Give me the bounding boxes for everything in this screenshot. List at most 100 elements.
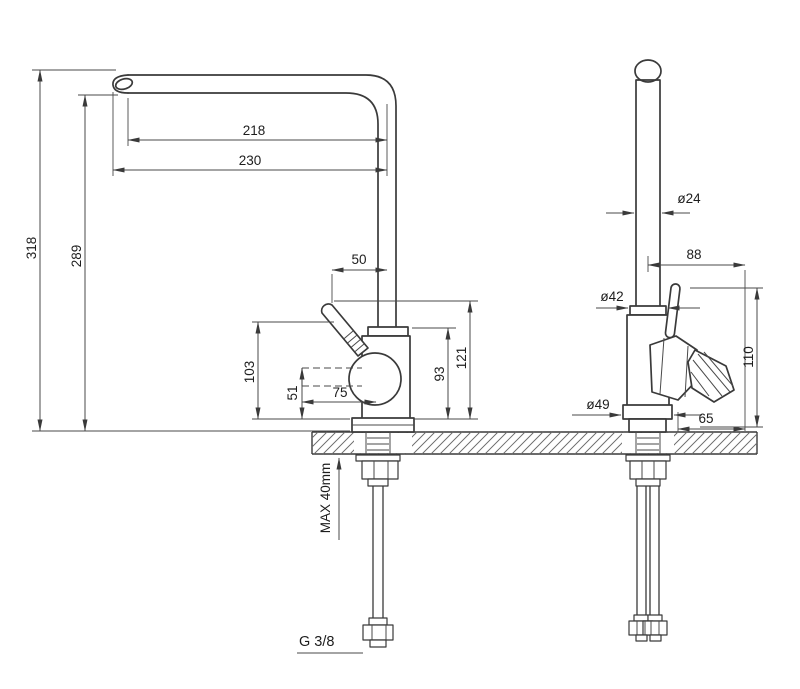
- dim-label: 103: [242, 361, 257, 384]
- hose-b-nut: [642, 620, 668, 636]
- dim-label: 51: [285, 385, 300, 400]
- countertop-outline: [311, 431, 758, 455]
- handle-lever-front: [687, 349, 735, 403]
- hatch-line: [439, 431, 463, 455]
- spout-tip-cap: [112, 74, 129, 94]
- hatch-line: [727, 431, 751, 455]
- hatch-line: [311, 431, 328, 448]
- left-dimensions: 318 289 218 230 50 103 51: [24, 69, 478, 654]
- dim-label: 318: [24, 237, 39, 260]
- hose-b-tip: [649, 634, 662, 642]
- mounting-shank: [365, 432, 391, 455]
- pipe-collar-front: [629, 305, 667, 316]
- lever-front-hatch: [690, 351, 734, 397]
- hatch-line: [311, 431, 319, 439]
- thread-callout: G 3/8: [297, 634, 363, 654]
- dim-label: MAX 40mm: [318, 463, 333, 534]
- dim-318: 318: [24, 69, 350, 432]
- dim-label: 50: [351, 252, 366, 267]
- mounting-nut-front: [629, 460, 667, 480]
- handle-lever: [320, 303, 369, 357]
- dim-dia-49: ø49: [572, 397, 702, 418]
- dim-65: 65: [677, 411, 746, 432]
- mounting-shank-front: [635, 432, 661, 455]
- dim-label: ø42: [600, 289, 623, 304]
- dim-label: 218: [243, 123, 266, 138]
- hatch-line: [457, 431, 481, 455]
- dim-label: 230: [239, 153, 262, 168]
- dim-label: 93: [432, 366, 447, 381]
- hatch-line: [502, 431, 526, 455]
- hatch-line: [583, 431, 607, 455]
- hatch-line: [538, 431, 562, 455]
- lever-hatch: [343, 330, 365, 352]
- countertop: [311, 431, 758, 455]
- hatch-line: [313, 431, 337, 455]
- dim-dia-42: ø42: [596, 289, 700, 311]
- handle-joint: [348, 352, 402, 406]
- hatch-line: [547, 431, 571, 455]
- hose-nut-facets: [636, 621, 660, 635]
- thread-label: G 3/8: [299, 634, 334, 650]
- hatch-line: [322, 431, 346, 455]
- mounting-nut-front-facets: [641, 461, 655, 479]
- hatch-line: [448, 431, 472, 455]
- dim-label: ø49: [586, 397, 609, 412]
- hose-reducer-front: [635, 478, 661, 487]
- right-shank-gap: [622, 433, 674, 453]
- base-flange-front: [622, 404, 673, 420]
- dim-103: 103: [242, 321, 350, 420]
- dim-51: 51: [285, 367, 305, 420]
- hose-b-collar: [647, 614, 663, 622]
- riser-pipe: [635, 79, 661, 307]
- hatch-line: [673, 431, 697, 455]
- dim-dia-24: ø24: [606, 191, 701, 216]
- dim-75: 75: [301, 385, 377, 405]
- hatch-line: [574, 431, 598, 455]
- ext-line: [252, 321, 350, 420]
- hatch-line: [493, 431, 517, 455]
- pipe-collar: [367, 326, 409, 337]
- hose-fitting-facets: [371, 625, 387, 640]
- hatch-line: [421, 431, 445, 455]
- hose-a-tip: [635, 634, 648, 642]
- hose-fitting-nut: [362, 624, 394, 641]
- supply-hoses: [636, 486, 660, 615]
- shank-washer: [355, 454, 401, 462]
- dim-label: 75: [332, 385, 347, 400]
- hose-fitting-collar: [368, 617, 388, 626]
- handle-rod: [664, 283, 681, 339]
- hatch-line: [736, 433, 758, 455]
- hatch-line: [601, 431, 625, 455]
- mounting-nut: [361, 460, 399, 480]
- hatch-line: [412, 431, 436, 455]
- hatch-line: [718, 431, 742, 455]
- spout-top-cap: [634, 59, 662, 83]
- dim-88: 88: [647, 247, 746, 431]
- hatch-line: [700, 431, 724, 455]
- dim-label: 65: [698, 411, 713, 426]
- spout-outline: [127, 74, 397, 328]
- hose-a-collar: [633, 614, 649, 622]
- hatch-line: [691, 431, 715, 455]
- hatch-line: [592, 431, 616, 455]
- dim-230: 230: [112, 92, 388, 176]
- hatch-line: [331, 431, 355, 455]
- base-step-front: [628, 418, 667, 433]
- hose-fitting-tip: [369, 639, 387, 648]
- aerator: [114, 77, 134, 91]
- hatch-line: [556, 431, 580, 455]
- hatch-line: [520, 431, 544, 455]
- dim-max-40mm: MAX 40mm: [318, 457, 342, 540]
- hatch-line: [529, 431, 553, 455]
- right-dimensions: ø24 88 ø42 ø49 65 110: [572, 191, 763, 432]
- dim-218: 218: [127, 98, 388, 176]
- dim-label: 88: [686, 247, 701, 262]
- hatch-line: [682, 431, 706, 455]
- joint-facets: [659, 337, 689, 398]
- dim-289: 289: [69, 94, 118, 432]
- ext-line: [690, 287, 763, 428]
- dim-110: 110: [690, 287, 763, 428]
